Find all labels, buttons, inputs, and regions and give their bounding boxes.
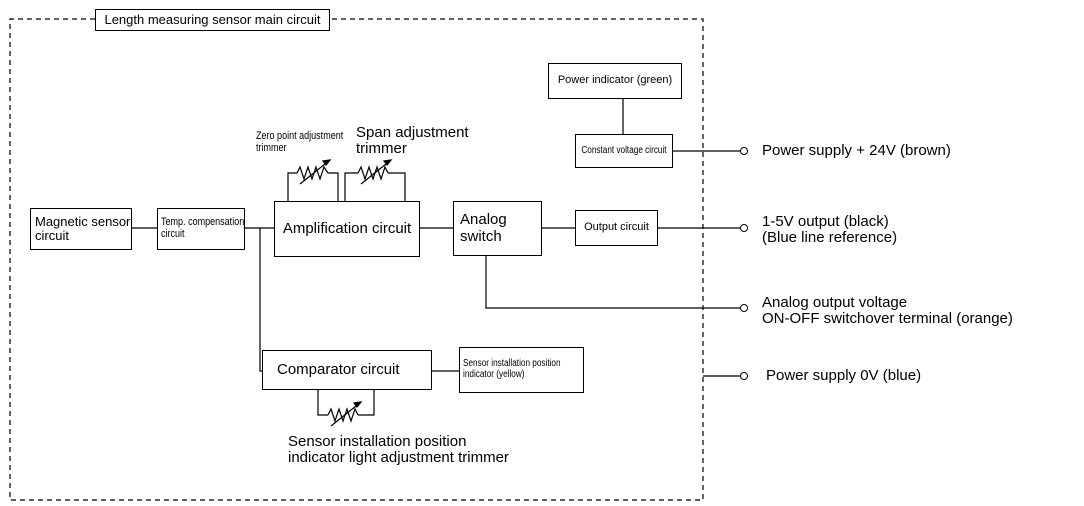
power-24v-terminal [740, 147, 748, 155]
wire-switch-to-control-terminal [485, 256, 740, 309]
main-circuit-boundary [9, 18, 704, 501]
analog-switchover-terminal [740, 304, 748, 312]
constant-voltage-circuit: Constant voltage circuit [575, 134, 673, 168]
wire-branch-to-comparator [259, 228, 262, 372]
span-trimmer-symbol [344, 159, 406, 201]
power-24v-label: Power supply + 24V (brown) [762, 142, 951, 159]
output-circuit: Output circuit [575, 210, 658, 246]
output-1-5v-terminal [740, 224, 748, 232]
comparator-circuit: Comparator circuit [262, 350, 432, 390]
sensor-light-trimmer-symbol [317, 389, 375, 427]
output-1-5v-label: 1-5V output (black)(Blue line reference) [762, 213, 898, 247]
zero-point-trimmer-symbol [287, 159, 339, 201]
power-0v-label: Power supply 0V (blue) [766, 367, 922, 384]
main-circuit-title: Length measuring sensor main circuit [95, 9, 330, 31]
power-0v-terminal [740, 372, 748, 380]
amplification-circuit: Amplification circuit [274, 201, 420, 257]
power-indicator: Power indicator (green) [548, 63, 682, 99]
